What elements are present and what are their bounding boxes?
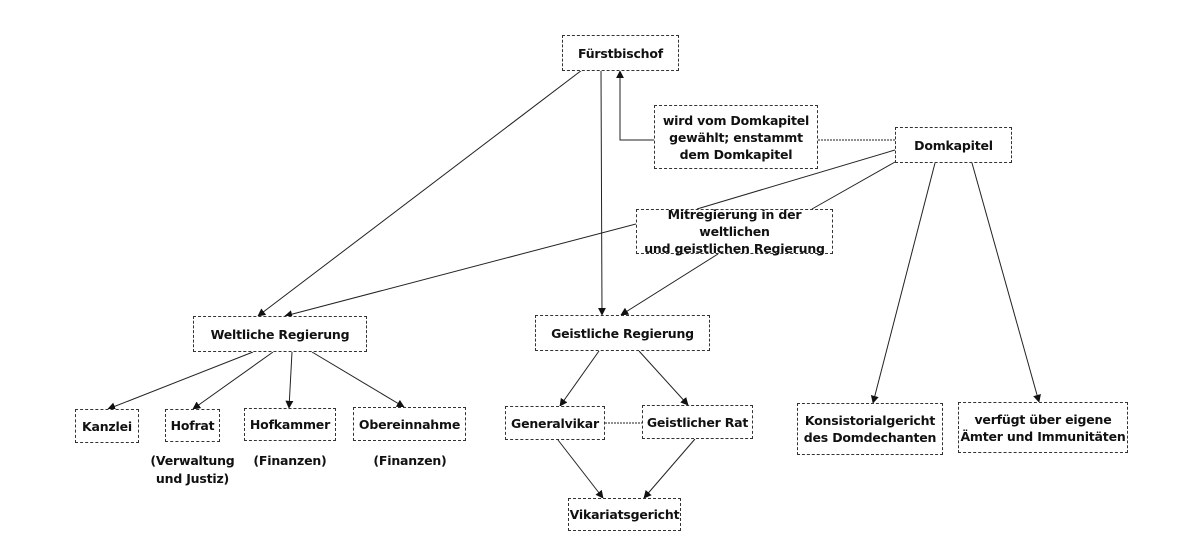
note-obereinnahme: (Finanzen) <box>373 453 447 468</box>
edge-domkapitel-to-konsistorial <box>870 162 936 404</box>
note-hofrat: (Verwaltung und Justiz) <box>150 453 235 486</box>
node-kanzlei: Kanzlei <box>75 409 139 443</box>
node-hofkammer: Hofkammer <box>244 408 336 441</box>
node-weltliche-regierung: Weltliche Regierung <box>193 316 367 352</box>
edge-mitregierung-to-weltlich <box>284 223 637 319</box>
edge-mitregierung-to-geistlich <box>620 253 719 316</box>
node-obereinnahme: Obereinnahme <box>353 407 466 441</box>
edge-domkapitel-to-mitregierung <box>696 149 896 210</box>
node-aemter-immunitaeten: verfügt über eigene Ämter und Immunitäte… <box>958 402 1128 453</box>
node-generalvikar: Generalvikar <box>505 406 605 440</box>
edge-domkapitel-to-mitregierung <box>811 161 896 210</box>
edge-weltlich-to-hofrat <box>192 351 274 410</box>
edge-geistlich-to-generalvikar <box>559 350 600 407</box>
node-hofrat: Hofrat <box>165 409 220 442</box>
edge-geistlich-to-geistlicherrat <box>638 350 689 406</box>
edge-fuerstbischof-to-weltlich <box>257 69 583 317</box>
node-geistliche-regierung: Geistliche Regierung <box>535 315 710 351</box>
edge-weltlich-to-hofkammer <box>285 351 294 409</box>
note-hofkammer: (Finanzen) <box>253 453 327 468</box>
node-wahl-note: wird vom Domkapitel gewählt; enstammt de… <box>654 105 818 169</box>
edge-domkapitel-to-verfuegt <box>971 162 1041 403</box>
edge-weltlich-to-kanzlei <box>107 351 254 411</box>
node-konsistorialgericht: Konsistorialgericht des Domdechanten <box>797 403 943 455</box>
edge-geistlicherrat-to-vikariat <box>643 438 696 499</box>
node-domkapitel: Domkapitel <box>895 127 1012 163</box>
edge-fuerstbischof-to-geistlich <box>597 69 606 316</box>
edge-wahl-to-fuerstbischof <box>616 70 654 141</box>
node-mitregierung: Mitregierung in der weltlichen und geist… <box>636 207 833 256</box>
edge-weltlich-to-obereinnahme <box>311 351 405 408</box>
node-vikariatsgericht: Vikariatsgericht <box>568 498 681 531</box>
node-fuerstbischof: Fürstbischof <box>562 35 679 71</box>
edge-generalvikar-to-vikariat <box>557 439 604 499</box>
node-geistlicher-rat: Geistlicher Rat <box>642 405 753 439</box>
